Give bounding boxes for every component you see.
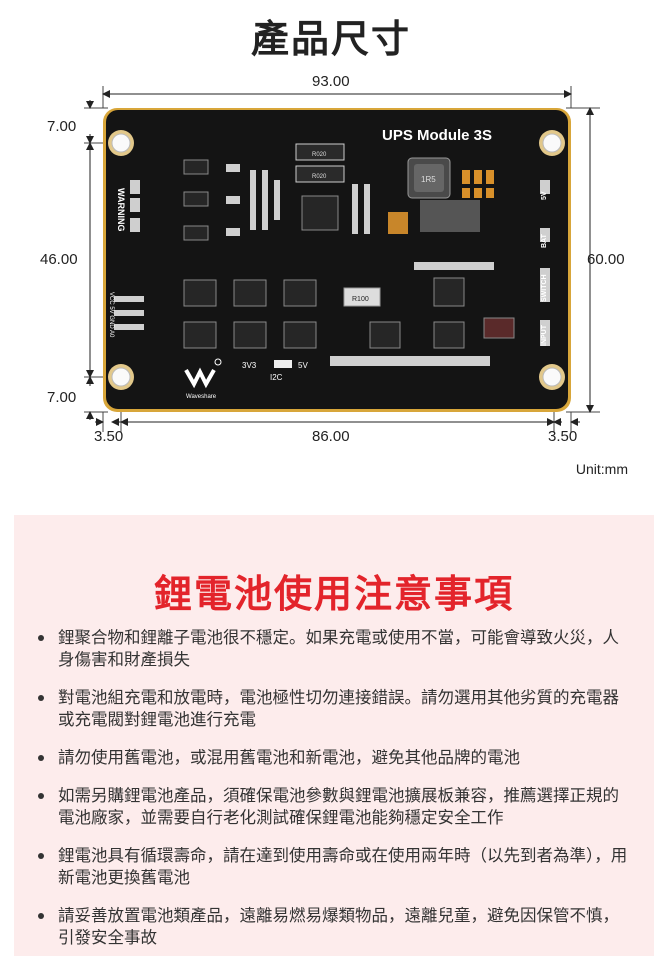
port-switch-label: SWITCH xyxy=(541,274,548,302)
port-bat-label: BAT xyxy=(541,233,548,248)
list-item: 對電池組充電和放電時，電池極性切勿連接錯誤。請勿選用其他劣質的充電器或充電閥對鋰… xyxy=(38,687,630,731)
label-3v3: 3V3 xyxy=(242,361,257,370)
notice-item-text: 請勿使用舊電池，或混用舊電池和新電池，避免其他品牌的電池 xyxy=(58,748,520,767)
notice-item-text: 對電池組充電和放電時，電池極性切勿連接錯誤。請勿選用其他劣質的充電器或充電閥對鋰… xyxy=(58,688,619,729)
port-input-label: INPUT xyxy=(541,324,548,346)
label-5v: 5V xyxy=(298,361,308,370)
bullet-icon xyxy=(38,695,44,701)
inductor-label: 1R5 xyxy=(421,175,436,184)
capacitors xyxy=(388,170,494,234)
dim-hole-pitch-x: 86.00 xyxy=(312,428,350,445)
ic-chips xyxy=(183,159,515,349)
bullet-icon xyxy=(38,913,44,919)
dimension-drawing: UPS Module 3S WARNING 3V3 5V I2C Wavesha… xyxy=(84,86,600,432)
dim-hole-pitch-y: 46.00 xyxy=(40,251,78,268)
waveshare-logo xyxy=(184,358,222,389)
small-components xyxy=(114,164,550,368)
resistor-3-label: R100 xyxy=(352,296,369,303)
board-name-label: UPS Module 3S xyxy=(382,127,492,144)
bullet-icon xyxy=(38,635,44,641)
dim-left-offset: 3.50 xyxy=(94,428,124,445)
notice-item-text: 如需另購鋰電池產品，須確保電池參數與鋰電池擴展板兼容，推薦選擇正規的電池廠家，並… xyxy=(58,786,619,827)
battery-notice-panel: 鋰電池使用注意事項 鋰聚合物和鋰離子電池很不穩定。如果充電或使用不當，可能會導致… xyxy=(14,515,654,956)
bullet-icon xyxy=(38,793,44,799)
list-item: 鋰聚合物和鋰離子電池很不穩定。如果充電或使用不當，可能會導致火災，人身傷害和財產… xyxy=(38,627,630,671)
resistor-1-label: R020 xyxy=(312,152,327,158)
port-5v-label: 5V xyxy=(541,191,548,200)
warning-label: WARNING xyxy=(116,188,126,232)
unit-label: Unit:mm xyxy=(575,461,628,477)
list-item: 請妥善放置電池類產品，遠離易燃易爆類物品，遠離兒童，避免因保管不慎，引發安全事故 xyxy=(38,905,630,949)
dimension-lines xyxy=(86,90,594,426)
mounting-holes xyxy=(108,130,565,390)
notice-title: 鋰電池使用注意事項 xyxy=(153,572,514,616)
dim-width-total: 93.00 xyxy=(312,73,350,90)
notice-item-text: 請妥善放置電池類產品，遠離易燃易爆類物品，遠離兒童，避免因保管不慎，引發安全事故 xyxy=(58,906,619,947)
brand-label: Waveshare xyxy=(186,394,217,400)
notice-list: 鋰聚合物和鋰離子電池很不穩定。如果充電或使用不當，可能會導致火災，人身傷害和財產… xyxy=(14,627,654,965)
pcb-board xyxy=(103,108,571,412)
bullet-icon xyxy=(38,755,44,761)
pins-left-label: VCC 5V GND A0 xyxy=(108,292,114,338)
list-item: 如需另購鋰電池產品，須確保電池參數與鋰電池擴展板兼容，推薦選擇正規的電池廠家，並… xyxy=(38,785,630,829)
resistors xyxy=(295,143,381,307)
list-item: 請勿使用舊電池，或混用舊電池和新電池，避免其他品牌的電池 xyxy=(38,747,630,769)
resistor-2-label: R020 xyxy=(312,174,327,180)
dim-bottom-margin: 7.00 xyxy=(47,389,77,406)
notice-item-text: 鋰聚合物和鋰離子電池很不穩定。如果充電或使用不當，可能會導致火災，人身傷害和財產… xyxy=(58,628,619,669)
dim-right-offset: 3.50 xyxy=(548,428,578,445)
list-item: 鋰電池具有循環壽命，請在達到使用壽命或在使用兩年時（以先到者為準），用新電池更換… xyxy=(38,845,630,889)
page-title: 產品尺寸 xyxy=(250,17,411,61)
notice-item-text: 鋰電池具有循環壽命，請在達到使用壽命或在使用兩年時（以先到者為準），用新電池更換… xyxy=(58,846,628,887)
label-i2c: I2C xyxy=(270,373,283,382)
inductor xyxy=(407,157,451,199)
dim-height-total: 60.00 xyxy=(587,251,625,268)
bullet-icon xyxy=(38,853,44,859)
dim-top-margin: 7.00 xyxy=(47,118,77,135)
